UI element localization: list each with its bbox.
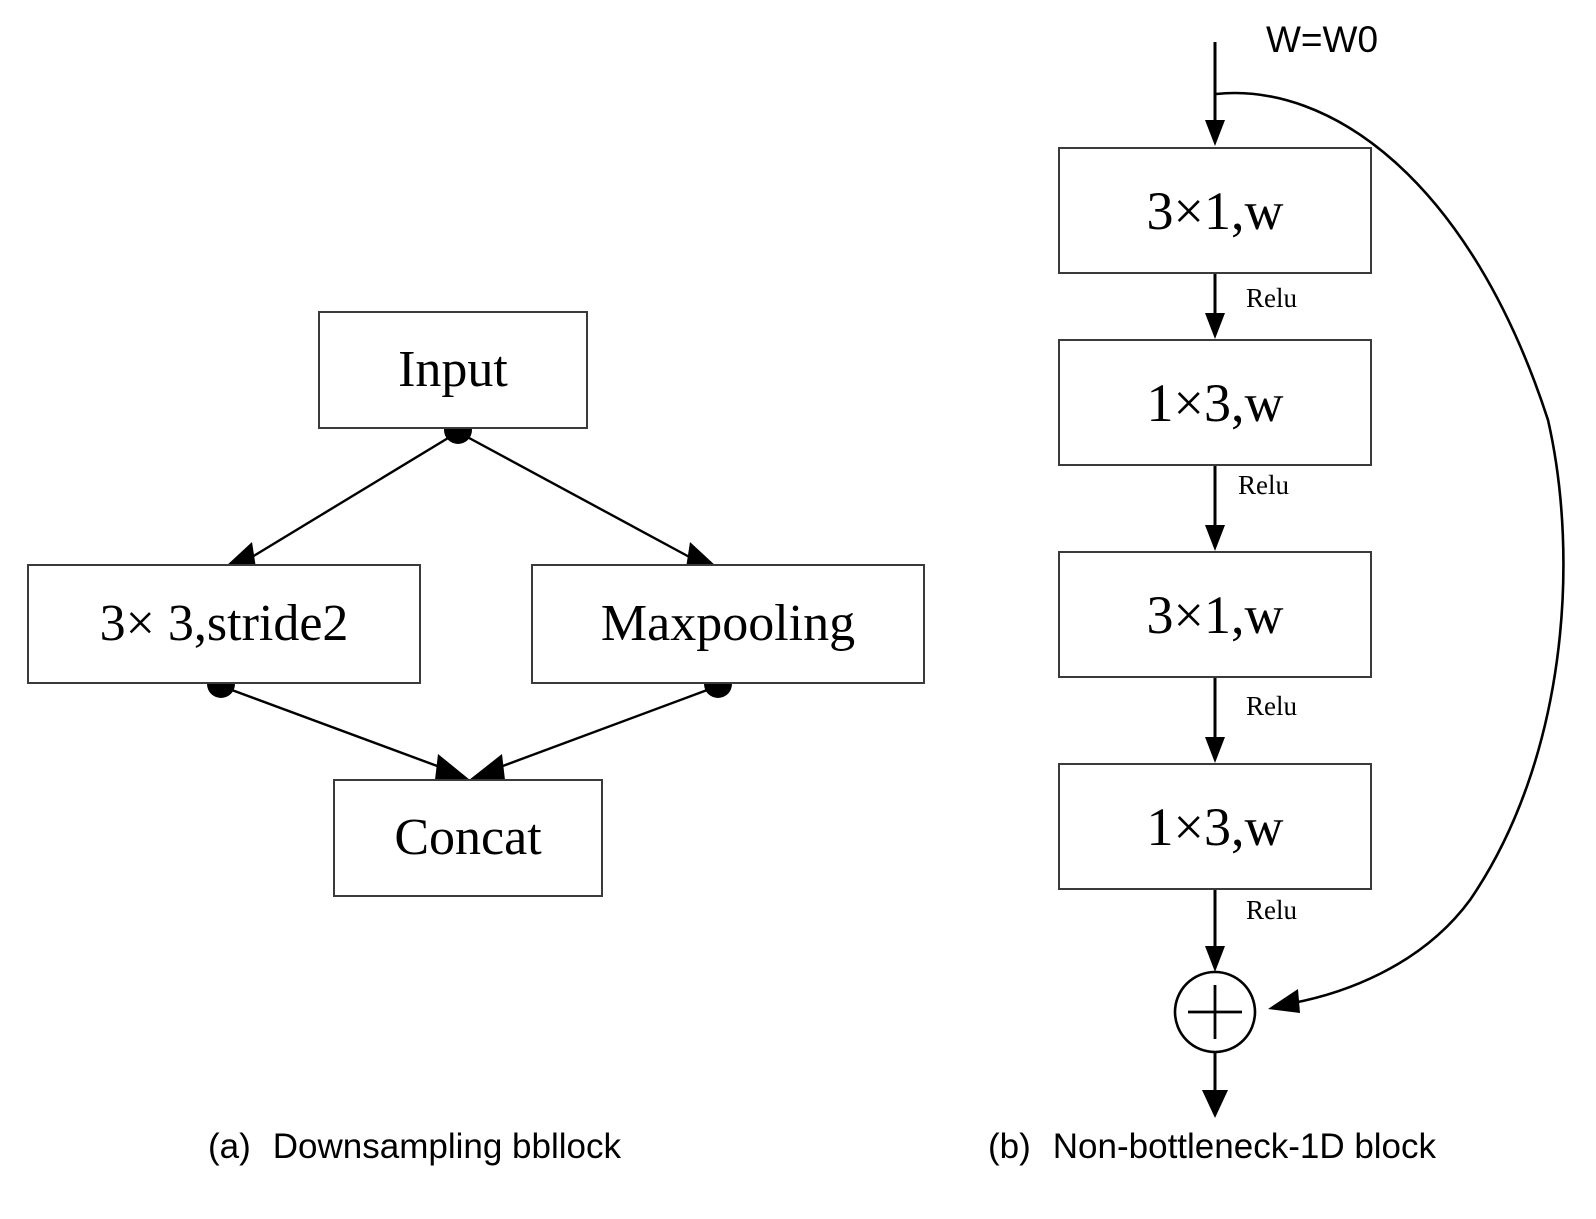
node-conv-3x1-w-second[interactable]: 3×1,w	[1058, 551, 1372, 678]
node-input-label: Input	[398, 341, 508, 398]
node-conv-3x1-w-second-label: 3×1,w	[1146, 584, 1284, 645]
node-conv-1x3-w-second[interactable]: 1×3,w	[1058, 763, 1372, 890]
edge-box1-to-box2	[1205, 274, 1225, 339]
node-concat-label: Concat	[394, 809, 542, 866]
node-input[interactable]: Input	[318, 311, 588, 429]
edge-add-to-output	[1202, 1052, 1228, 1118]
edge-label-relu-3: Relu	[1246, 691, 1297, 721]
caption-panel-a-text: Downsampling bbllock	[272, 1127, 622, 1166]
edge-label-relu-4: Relu	[1246, 895, 1297, 925]
caption-panel-b-index: (b)	[988, 1127, 1031, 1166]
node-conv-1x3-w-second-label: 1×3,w	[1146, 796, 1284, 857]
edge-input-stem	[1205, 42, 1225, 146]
node-conv-stride2[interactable]: 3× 3,stride2	[27, 564, 421, 684]
input-width-annotation: W=W0	[1266, 19, 1379, 60]
edge-input-to-conv	[225, 430, 459, 568]
node-maxpooling[interactable]: Maxpooling	[531, 564, 925, 684]
add-node	[1173, 970, 1257, 1054]
node-conv-stride2-label: 3× 3,stride2	[99, 595, 349, 652]
caption-panel-b-text: Non-bottleneck-1D block	[1052, 1127, 1437, 1166]
node-conv-3x1-w-first-label: 3×1,w	[1146, 180, 1284, 241]
caption-panel-a-index: (a)	[208, 1127, 251, 1166]
edge-box2-to-box3	[1205, 466, 1225, 551]
edge-input-to-maxpool	[457, 430, 717, 568]
node-conv-1x3-w-first[interactable]: 1×3,w	[1058, 339, 1372, 466]
edge-label-relu-2: Relu	[1238, 470, 1289, 500]
node-conv-3x1-w-first[interactable]: 3×1,w	[1058, 147, 1372, 274]
caption-panel-b: (b) Non-bottleneck-1D block	[988, 1127, 1436, 1167]
edge-conv-to-concat	[220, 684, 470, 780]
edge-maxpool-to-concat	[469, 684, 719, 780]
edge-box4-to-add	[1205, 890, 1225, 972]
node-concat[interactable]: Concat	[333, 779, 603, 897]
node-conv-1x3-w-first-label: 1×3,w	[1146, 372, 1284, 433]
caption-panel-a: (a) Downsampling bbllock	[208, 1127, 621, 1167]
edge-box3-to-box4	[1205, 678, 1225, 763]
node-maxpooling-label: Maxpooling	[600, 595, 856, 652]
edge-label-relu-1: Relu	[1246, 283, 1297, 313]
